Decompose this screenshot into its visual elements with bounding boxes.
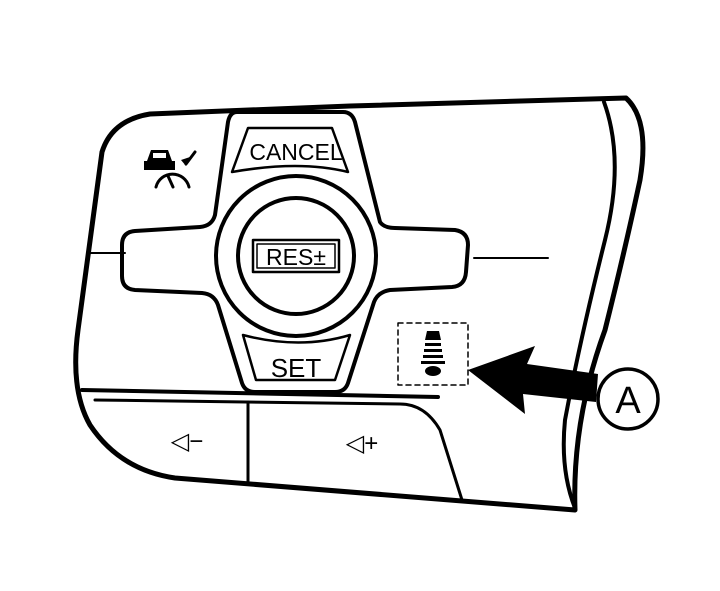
callout-a: A xyxy=(596,367,660,431)
cancel-label: CANCEL xyxy=(249,139,343,165)
resume-button[interactable]: RES± xyxy=(251,238,341,274)
cruise-control-cluster xyxy=(120,110,470,394)
resume-label: RES± xyxy=(266,244,326,270)
lane-keep-assist-icon[interactable] xyxy=(397,322,469,386)
cruise-control-distance-icon[interactable] xyxy=(144,150,197,189)
set-label: SET xyxy=(271,353,322,383)
callout-arrow-icon xyxy=(468,346,598,414)
volume-down-label: ◁− xyxy=(171,428,203,455)
volume-up-label: ◁+ xyxy=(346,430,378,457)
callout-label: A xyxy=(615,380,641,422)
